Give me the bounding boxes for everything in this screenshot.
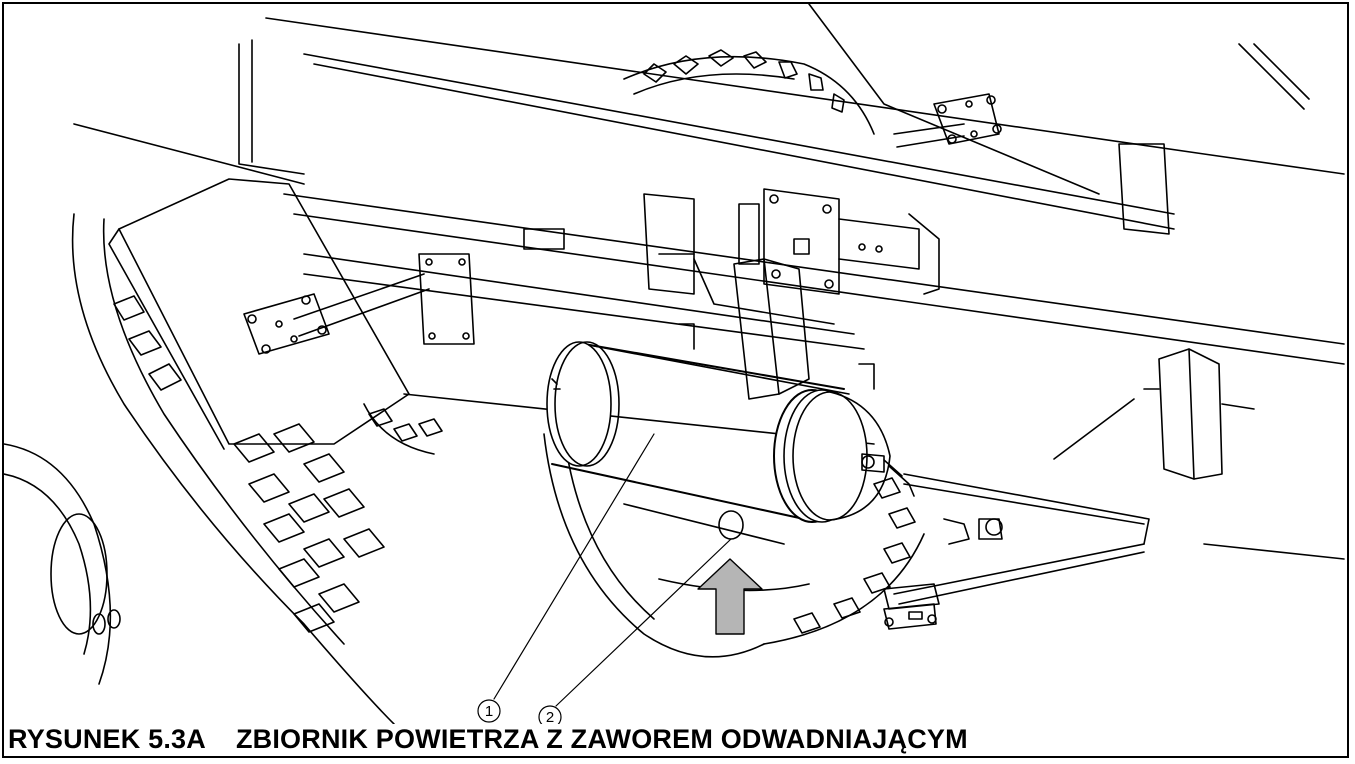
- leader-lines: [493, 433, 732, 707]
- figure-number: RYSUNEK 5.3A: [8, 724, 206, 754]
- center-mount-plate: [738, 188, 940, 295]
- left-fender: [108, 178, 410, 450]
- technical-drawing: 1 2: [4, 4, 1345, 724]
- callout-1: 1: [477, 699, 501, 723]
- upper-mount-plate: [893, 93, 1002, 148]
- upper-tire: [623, 49, 875, 135]
- arrow-pointer-icon: [697, 558, 763, 635]
- drain-valve: [718, 510, 744, 540]
- upper-chassis: [73, 4, 1345, 365]
- callout-2: 2: [538, 705, 562, 724]
- lower-suspension: [883, 398, 1345, 630]
- left-tire: [71, 213, 395, 724]
- air-tank: [546, 341, 915, 523]
- figure-title: ZBIORNIK POWIETRZA Z ZAWOREM ODWADNIAJĄC…: [235, 724, 968, 754]
- figure-caption: RYSUNEK 5.3A ZBIORNIK POWIETRZA Z ZAWOREM…: [8, 724, 968, 755]
- svg-text:1: 1: [485, 703, 493, 720]
- left-wheel-hub: [4, 443, 121, 685]
- svg-text:2: 2: [546, 709, 554, 724]
- left-mount-plate: [243, 253, 475, 355]
- tank-brackets: [678, 258, 1255, 480]
